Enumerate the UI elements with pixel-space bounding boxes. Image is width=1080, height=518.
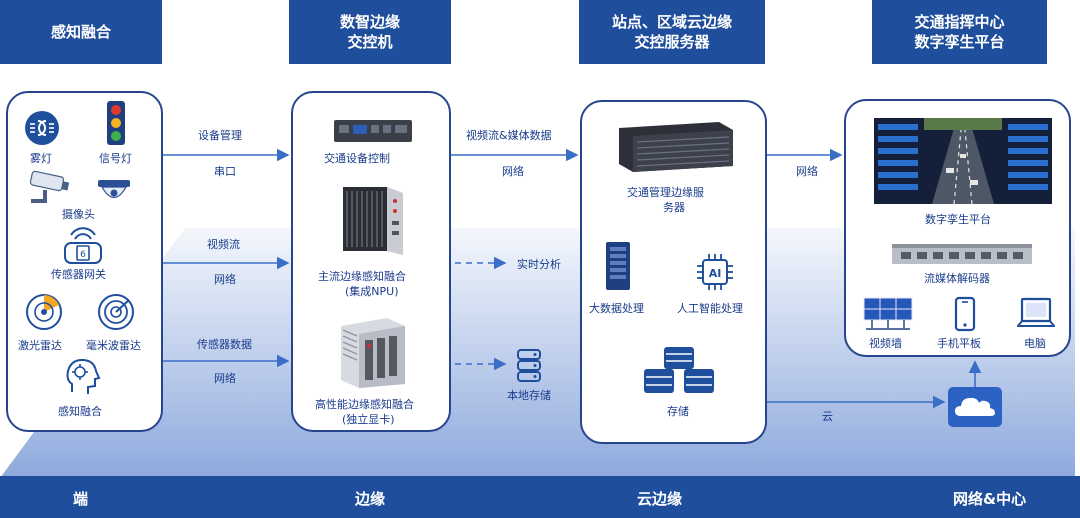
edge-label-local-storage: 本地存储 [507,389,551,402]
cloud-icon [948,387,1002,427]
edge-label-realtime: 实时分析 [517,258,561,271]
label-traffic-light: 信号灯 [99,152,132,165]
label-computer: 电脑 [1024,337,1046,350]
header-center-line2: 数字孪生平台 [914,33,1005,51]
footer-cloud-edge: 云边缘 [637,490,683,508]
edge-label-video-stream: 视频流 [207,238,240,251]
footer-end: 端 [73,490,89,508]
label-lidar: 激光雷达 [18,339,62,352]
label-ai: 人工智能处理 [677,302,743,315]
traffic-light-icon [107,101,125,145]
header-center: 交通指挥中心 数字孪生平台 [872,0,1047,64]
footer-edge: 边缘 [355,490,386,508]
edge-label-device-mgmt: 设备管理 [198,129,242,142]
header-cloud-edge-line2: 交控服务器 [634,33,710,51]
label-highperf-line2: (独立显卡) [342,413,395,426]
twin-dashboard-icon [874,118,1052,204]
computer-icon [1017,297,1055,327]
phone-icon [954,296,976,332]
edge-label-serial: 串口 [214,165,236,178]
header-cloud-edge: 站点、区域云边缘 交控服务器 [579,0,765,64]
edge-label-video-media: 视频流&媒体数据 [466,129,552,142]
mainstream-box-icon [343,187,403,255]
storage-icon [644,347,714,393]
highperf-box-icon [341,318,405,388]
edge-label-network-2: 网络 [214,372,236,385]
local-storage-icon [517,349,541,382]
switch-device-icon [334,120,412,142]
header-perception: 感知融合 [0,0,162,64]
sensor-gateway-icon: 6 [64,227,102,264]
label-storage: 存储 [667,405,689,418]
label-highperf-line1: 高性能边缘感知融合 [315,398,414,411]
label-sensor-gateway: 传感器网关 [51,268,106,281]
label-fog-light: 雾灯 [30,152,52,165]
label-big-data: 大数据处理 [589,302,644,315]
edge-label-sensor-data: 传感器数据 [197,338,252,351]
label-twin-platform: 数字孪生平台 [925,213,991,226]
radar-icon [98,294,134,330]
header-perception-label: 感知融合 [50,23,111,41]
footer-network-center: 网络&中心 [953,490,1027,508]
svg-text:6: 6 [80,250,86,260]
edge-label-network-3: 网络 [502,165,524,178]
dome-camera-icon [98,180,130,199]
label-mainstream-line1: 主流边缘感知融合 [318,270,406,283]
header-edge-switch-line2: 交控机 [347,33,393,51]
edge-label-network-4: 网络 [796,165,818,178]
edge-label-cloud: 云 [822,410,833,423]
header-edge-switch: 数智边缘 交控机 [289,0,451,64]
label-server-line2: 务器 [663,201,685,214]
footer-bar [0,476,1080,518]
label-camera: 摄像头 [62,208,95,221]
ai-chip-icon: AI [697,254,733,290]
fog-light-icon [25,111,59,145]
label-traffic-control: 交通设备控制 [324,152,390,165]
video-wall-icon [863,297,913,330]
label-mmwave-radar: 毫米波雷达 [86,339,141,352]
header-center-line1: 交通指挥中心 [914,13,1005,31]
camera-icon [29,170,70,203]
edge-label-network-1: 网络 [214,273,236,286]
label-mainstream-line2: (集成NPU) [345,285,399,298]
label-phone-tablet: 手机平板 [937,337,981,350]
media-decoder-icon [892,244,1032,264]
label-server-line1: 交通管理边缘服 [627,186,704,199]
label-video-wall: 视频墙 [869,337,902,350]
big-data-icon [606,242,630,290]
header-edge-switch-line1: 数智边缘 [339,13,400,31]
lidar-icon [26,294,62,330]
perception-head-icon [66,358,101,394]
label-media-decoder: 流媒体解码器 [924,272,990,285]
label-perception-fusion: 感知融合 [58,405,102,418]
header-cloud-edge-line1: 站点、区域云边缘 [611,13,732,31]
rack-server-icon [619,122,733,172]
svg-text:AI: AI [709,267,722,280]
